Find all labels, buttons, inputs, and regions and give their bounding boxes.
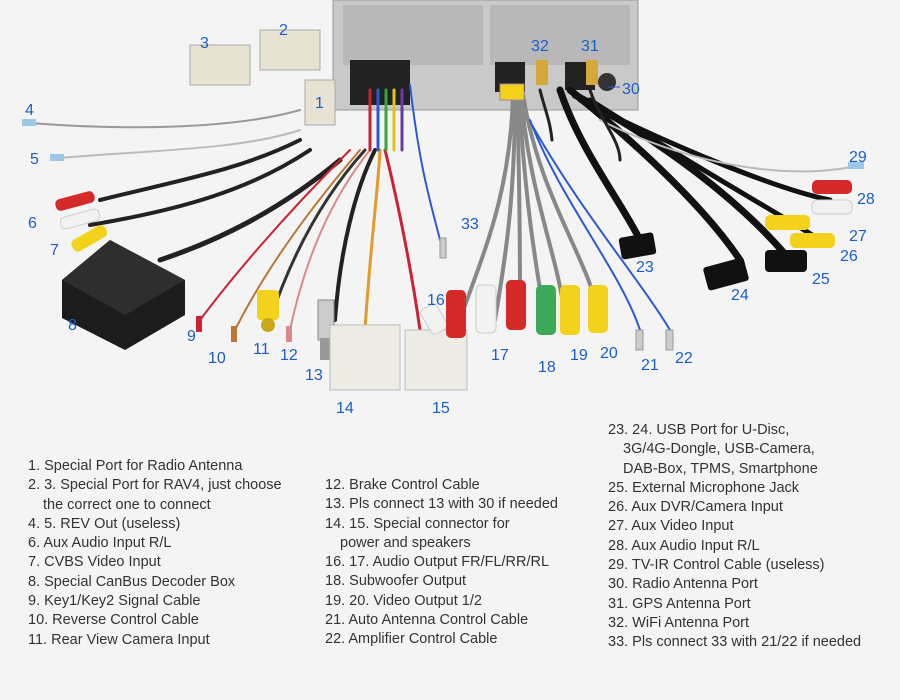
rav4-connector-2 [259,29,321,71]
callout-15: 15 [432,400,450,417]
auto-antenna-tip [635,329,644,351]
usb-port-23 [618,232,657,260]
legend-item: 27. Aux Video Input [608,518,734,535]
callout-5: 5 [30,151,39,168]
key-signal-cable-tip [196,316,202,332]
callout-1: 1 [315,95,324,112]
connector-33-tip [439,237,447,259]
legend-item: 4. 5. REV Out (useless) [28,515,181,532]
callout-14: 14 [336,400,354,417]
callout-17: 17 [491,347,509,364]
aux-rca-jacks [765,180,853,248]
legend-item: 21. Auto Antenna Control Cable [325,612,529,629]
main-harness-socket [350,60,410,105]
legend-item: power and speakers [340,534,471,551]
legend-item: 23. 24. USB Port for U-Disc, [608,422,790,438]
callout-27: 27 [849,228,867,245]
callout-20: 20 [600,345,618,362]
legend-item: 16. 17. Audio Output FR/FL/RR/RL [325,554,550,571]
callout-12: 12 [280,347,298,364]
callout-19: 19 [570,347,588,364]
reverse-control-tip [231,326,237,342]
legend-item: 14. 15. Special connector for [325,515,510,532]
callout-2: 2 [279,22,288,39]
callout-18: 18 [538,359,556,376]
legend-item: 33. Pls connect 33 with 21/22 if needed [608,634,862,651]
radio-antenna-special-port [304,79,336,126]
callout-3: 3 [200,35,209,52]
callout-29: 29 [849,149,867,166]
rear-camera-rca [257,290,279,332]
callout-24: 24 [731,287,749,304]
legend-item: 7. CVBS Video Input [28,554,161,571]
callout-8: 8 [68,317,77,334]
legend-item: 31. GPS Antenna Port [608,595,751,612]
legend-item: 18. Subwoofer Output [325,573,467,590]
callout-23: 23 [636,259,654,276]
legend-item: 22. Amplifier Control Cable [325,631,498,648]
legend-item: 25. External Microphone Jack [608,479,800,496]
legend-item: 10. Reverse Control Cable [28,612,199,629]
legend-item: 30. Radio Antenna Port [608,576,758,593]
legend-item: the correct one to connect [43,496,211,513]
callout-7: 7 [50,242,59,259]
power-speaker-connector-15 [404,329,468,391]
wifi-antenna-port [536,60,548,85]
callout-16: 16 [427,292,445,309]
callout-30: 30 [622,81,640,98]
callout-4: 4 [25,102,34,119]
gps-antenna-port [586,60,598,85]
canbus-decoder-box [62,240,185,350]
callout-21: 21 [641,357,659,374]
callout-22: 22 [675,350,693,367]
rav4-connector-3 [189,44,251,86]
legend-item: 8. Special CanBus Decoder Box [28,573,236,590]
brake-control-tip [286,326,292,342]
radio-antenna-port [598,73,616,91]
legend-item: 13. Pls connect 13 with 30 if needed [325,496,558,513]
callout-25: 25 [812,271,830,288]
legend-item: 6. Aux Audio Input R/L [28,535,172,552]
callout-32: 32 [531,38,549,55]
legend-item: 28. Aux Audio Input R/L [608,537,760,554]
cvbs-video-rca-plug [71,225,108,252]
callout-11: 11 [253,341,270,358]
rev-out-tip-5 [50,154,64,161]
amplifier-tip [665,329,674,351]
legend-item: 9. Key1/Key2 Signal Cable [28,593,201,610]
head-unit-chassis [332,0,639,111]
legend-item: 11. Rear View Camera Input [28,631,210,648]
legend-item: 12. Brake Control Cable [325,477,480,493]
legend-column-2: 12. Brake Control Cable 13. Pls connect … [325,476,558,650]
callout-9: 9 [187,328,196,345]
legend-item: 29. TV-IR Control Cable (useless) [608,557,825,574]
wires [29,84,861,332]
callout-28: 28 [857,191,875,208]
legend-item: DAB-Box, TPMS, Smartphone [623,460,818,477]
legend-column-3: 23. 24. USB Port for U-Disc, 3G/4G-Dongl… [608,421,861,653]
usb-port-24 [703,257,749,291]
tv-ir-tip [848,162,864,169]
legend-item: 1. Special Port for Radio Antenna [28,458,243,474]
callout-13: 13 [305,367,323,384]
legend-item: 3G/4G-Dongle, USB-Camera, [623,441,815,458]
callout-6: 6 [28,215,37,232]
legend-item: 19. 20. Video Output 1/2 [325,592,482,609]
callout-31: 31 [581,38,599,55]
aux-audio-rca-plugs [55,191,101,230]
legend-column-1: 1. Special Port for Radio Antenna 2. 3. … [28,457,282,650]
microphone-jack [765,250,807,272]
callout-33: 33 [461,216,479,233]
wiring-diagram: 1 2 3 4 5 6 7 8 9 10 11 12 13 14 15 16 1… [22,0,875,417]
callout-10: 10 [208,350,226,367]
callout-26: 26 [840,248,858,265]
legend-item: 2. 3. Special Port for RAV4, just choose [28,477,282,494]
rca-output-plugs [420,280,608,338]
power-speaker-connector-14 [329,324,401,391]
rev-out-tip-4 [22,119,36,126]
legend-item: 26. Aux DVR/Camera Input [608,499,783,516]
legend-item: 32. WiFi Antenna Port [608,614,750,631]
